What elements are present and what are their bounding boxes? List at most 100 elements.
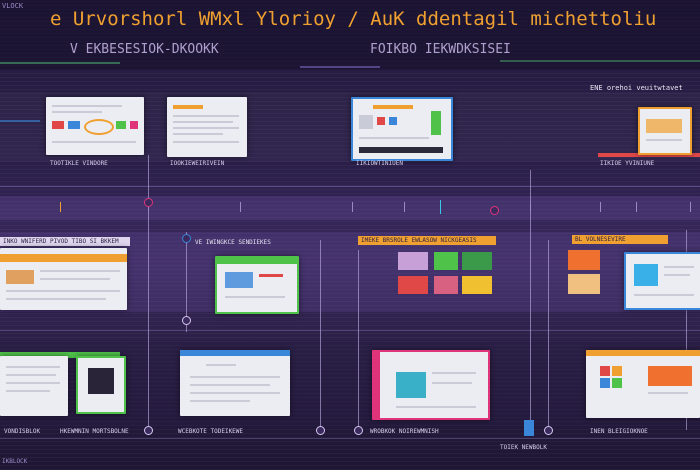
text-line — [664, 266, 694, 268]
marker-block — [524, 420, 534, 436]
thumb — [359, 147, 443, 153]
text-line — [173, 141, 239, 143]
screenshot-panel — [624, 252, 700, 310]
code-streak — [0, 186, 700, 187]
thumb — [52, 121, 64, 129]
thumb — [396, 372, 426, 398]
text-line — [206, 364, 236, 366]
axis-tick — [690, 202, 691, 212]
thumb — [398, 276, 428, 294]
band-top — [0, 0, 700, 70]
code-streak — [0, 62, 120, 64]
timeline-node — [144, 426, 153, 435]
thumb — [600, 366, 610, 376]
thumb — [116, 121, 126, 129]
thumb — [612, 366, 622, 376]
corner-caption: IKBLOCK — [2, 458, 28, 465]
thumb — [600, 378, 610, 388]
text-line — [664, 274, 690, 276]
screenshot-panel — [46, 97, 144, 155]
text-line — [432, 372, 476, 374]
thumb — [225, 272, 253, 288]
text-line — [6, 390, 50, 392]
timeline-node — [144, 198, 153, 207]
connector — [548, 240, 549, 430]
bottom-caption: INEN BLEIGIOKNOE — [590, 428, 648, 435]
thumb — [377, 117, 385, 125]
thumb — [259, 274, 283, 287]
thumb — [646, 119, 682, 133]
timeline-node — [182, 316, 191, 325]
axis-tick — [148, 202, 149, 212]
connector — [358, 250, 359, 430]
band-axis — [0, 196, 700, 220]
thumb — [374, 352, 380, 418]
thumb — [84, 119, 114, 135]
right-note: ENE orehoi veuitwtavet — [590, 84, 683, 92]
text-line — [173, 127, 239, 129]
text-line — [52, 105, 122, 107]
code-streak — [0, 330, 700, 331]
connector — [320, 240, 321, 430]
connector — [530, 170, 531, 430]
thumb — [612, 378, 622, 388]
thumb — [217, 258, 297, 264]
gallery — [568, 250, 604, 296]
axis-tick — [530, 202, 531, 212]
screenshot-panel — [351, 97, 453, 161]
accent-stripe — [0, 352, 120, 358]
thumb — [180, 350, 290, 356]
screenshot-panel — [0, 248, 127, 310]
thumb — [462, 252, 492, 270]
axis-tick — [404, 202, 405, 212]
bottom-caption: TOIEK NEWBOLK — [500, 444, 547, 451]
thumb — [0, 254, 127, 262]
text-line — [40, 270, 120, 272]
row-label: IMEKE BRSROLE EWLASOW NICKGEASIS — [358, 236, 496, 245]
connector — [686, 230, 687, 430]
text-line — [40, 278, 110, 280]
thumb — [648, 366, 692, 386]
code-streak — [0, 120, 40, 122]
screenshot-panel — [76, 356, 126, 414]
axis-tick — [240, 202, 241, 212]
text-line — [396, 406, 476, 408]
text-line — [173, 121, 233, 123]
bottom-caption: WROBKOK NOIREWMNISH — [370, 428, 439, 435]
caption: IIKIOWTINIUEN — [356, 160, 403, 167]
text-line — [173, 133, 223, 135]
thumb — [389, 117, 397, 125]
thumb — [88, 368, 114, 394]
thumb — [130, 121, 138, 129]
axis-tick — [60, 202, 61, 212]
gallery — [398, 252, 498, 298]
thumb — [6, 270, 34, 284]
thumb — [398, 252, 428, 270]
text-line — [432, 382, 472, 384]
axis-tick — [600, 202, 601, 212]
screenshot-panel — [586, 350, 700, 418]
row-label: VE IWINGKCE SENDIEKES — [195, 239, 271, 246]
text-line — [6, 290, 120, 292]
timeline-node — [544, 426, 553, 435]
thumb — [359, 115, 373, 129]
thumb — [462, 276, 492, 294]
caption: IIKIOE YVINIUNE — [600, 160, 655, 167]
thumb — [434, 276, 458, 294]
screenshot-panel — [0, 356, 68, 416]
text-line — [190, 392, 280, 394]
page-subtitle-right: FOIKBO IEKWDKSISEI — [370, 42, 511, 57]
thumb — [434, 252, 458, 270]
thumb — [568, 274, 600, 294]
text-line — [190, 376, 280, 378]
text-line — [6, 366, 60, 368]
axis-tick — [636, 202, 637, 212]
caption: IOOKIEWEIRIVEIN — [170, 160, 225, 167]
text-line — [6, 298, 106, 300]
caption: TOOTIKLE VINDORE — [50, 160, 108, 167]
screenshot-panel — [215, 256, 299, 314]
text-line — [52, 111, 102, 113]
text-line — [646, 139, 682, 141]
screenshot-panel — [167, 97, 247, 157]
